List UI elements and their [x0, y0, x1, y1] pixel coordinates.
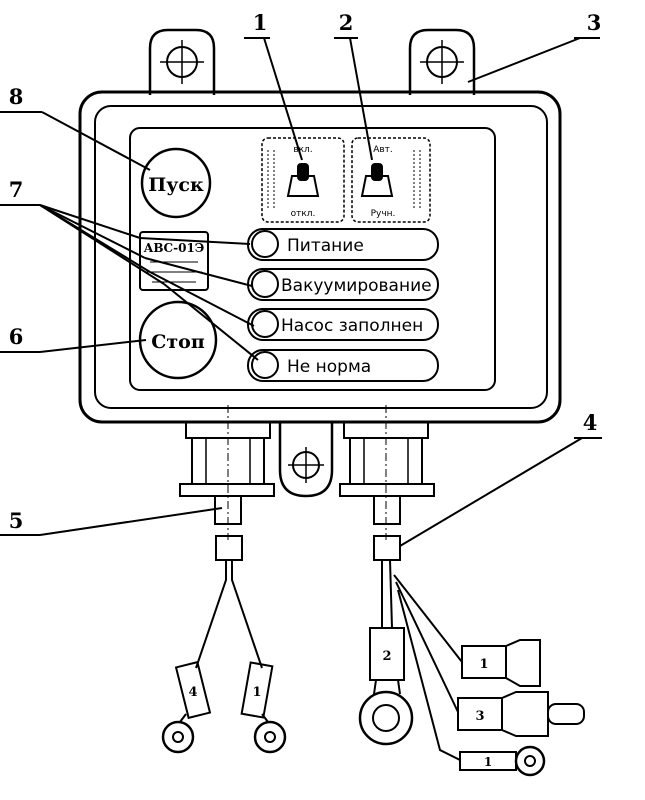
- indicator-power-label: Питание: [287, 236, 364, 256]
- mode-switch-power[interactable]: вкл. откл.: [261, 137, 345, 223]
- indicator-lamp-icon: [251, 310, 279, 338]
- switch-on-label: вкл.: [293, 145, 312, 155]
- device-model: АВС-01Э: [144, 241, 205, 255]
- callout-3: 3: [587, 10, 602, 35]
- indicator-lamp-icon: [251, 351, 279, 379]
- terminal-tag-bottom: 1: [484, 755, 492, 769]
- callout-2: 2: [339, 10, 354, 35]
- callout-5: 5: [9, 508, 24, 533]
- switch-manual-label: Ручн.: [371, 209, 396, 219]
- indicator-power: Питание: [247, 228, 439, 261]
- left-wire-tag-1: 1: [252, 685, 261, 700]
- terminal-3: [457, 697, 503, 731]
- terminal-tag-1: 1: [479, 657, 488, 672]
- terminal-1: [461, 645, 507, 679]
- bottom-mount-lug: [278, 422, 334, 498]
- indicator-lamp-icon: [251, 270, 279, 298]
- callout-4: 4: [583, 410, 598, 435]
- switch-auto-label: Авт.: [373, 145, 393, 155]
- callout-6: 6: [9, 324, 24, 349]
- right-cable: 2 1 3 1: [358, 535, 585, 777]
- mode-switch-auto-manual[interactable]: Авт. Ручн.: [351, 137, 431, 223]
- callout-numbers: 1 2 3 4 5 6 7 8: [9, 10, 602, 533]
- mounting-ears: [148, 28, 476, 95]
- stop-button[interactable]: Стоп: [138, 300, 218, 380]
- ring-wire-tag: 2: [382, 649, 391, 664]
- indicator-lamp-icon: [251, 230, 279, 258]
- indicator-pump-filled-label: Насос заполнен: [281, 316, 423, 336]
- start-button-label: Пуск: [148, 174, 204, 196]
- indicator-fault: Не норма: [247, 349, 439, 382]
- cable-gland-right: [339, 405, 435, 540]
- callout-7: 7: [9, 177, 24, 202]
- stop-button-label: Стоп: [151, 331, 205, 353]
- callout-8: 8: [9, 84, 24, 109]
- leader-lines: [0, 37, 602, 547]
- indicator-pump-filled: Насос заполнен: [247, 308, 439, 341]
- terminal-tag-3: 3: [475, 709, 484, 724]
- callout-1: 1: [253, 10, 268, 35]
- switch-off-label: откл.: [291, 209, 316, 219]
- indicator-vacuum: Вакуумирование: [247, 268, 439, 301]
- indicator-vacuum-label: Вакуумирование: [281, 276, 432, 296]
- cable-gland-left: [179, 405, 275, 540]
- start-button[interactable]: Пуск: [140, 147, 212, 219]
- left-wire-tag-4: 4: [188, 685, 197, 700]
- left-cable: 4 1: [161, 535, 287, 754]
- indicator-fault-label: Не норма: [287, 357, 371, 377]
